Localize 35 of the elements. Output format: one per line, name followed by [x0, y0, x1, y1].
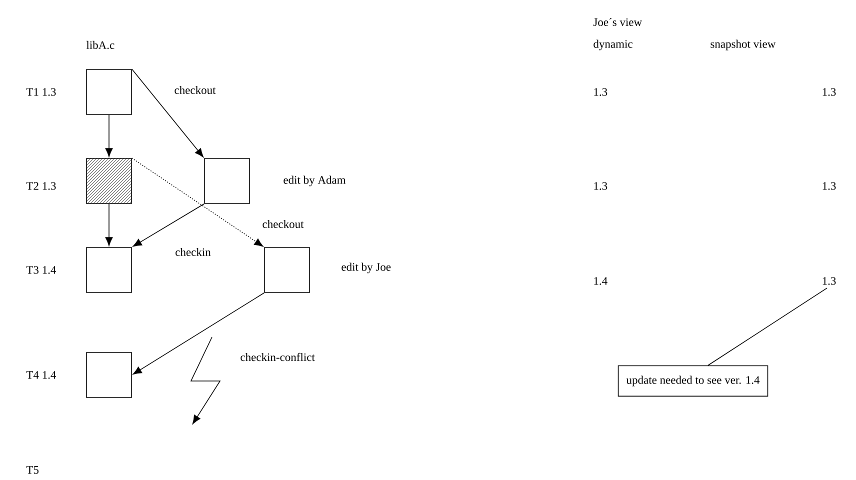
label-text: snapshot view [710, 40, 776, 50]
box-caption: T4 1.4 [26, 371, 56, 379]
version-box [86, 352, 132, 398]
leader-line [708, 288, 828, 366]
box-caption: edit by Adam [284, 176, 346, 186]
label-text: T5 [26, 466, 39, 474]
version-box [264, 247, 310, 293]
edge-label: checkin [174, 246, 212, 258]
arrow [105, 114, 113, 157]
label-text: 1.3 [594, 88, 608, 96]
label-text: Joe´s view [593, 18, 642, 26]
label-text: 1.3 [822, 182, 836, 190]
version-box [86, 247, 132, 293]
box-caption: T1 1.3 [26, 88, 56, 96]
version-box [86, 69, 132, 115]
box-caption: edit by Joe [342, 262, 391, 274]
label-text: dynamic [594, 40, 632, 50]
note-box: update needed to see ver. 1.4 [618, 365, 768, 397]
version-box [204, 158, 250, 204]
box-caption: T3 1.4 [26, 266, 56, 274]
box-caption: libA.c [86, 40, 114, 50]
arrow [132, 158, 264, 247]
arrow [132, 68, 204, 158]
arrow [132, 292, 264, 375]
label-text: 1.3 [822, 88, 836, 96]
label-text: 1.3 [594, 182, 608, 190]
label-text: 1.4 [594, 277, 608, 285]
version-number: 1.3 [822, 277, 836, 285]
arrow [132, 204, 204, 247]
annotation-text: checkin-conflict [240, 352, 315, 362]
edge-label: checkout [261, 218, 305, 230]
box-caption: T2 1.3 [26, 182, 56, 190]
hatched-version-box [86, 158, 132, 204]
edge-label: checkout [173, 84, 217, 96]
arrow [105, 204, 113, 246]
